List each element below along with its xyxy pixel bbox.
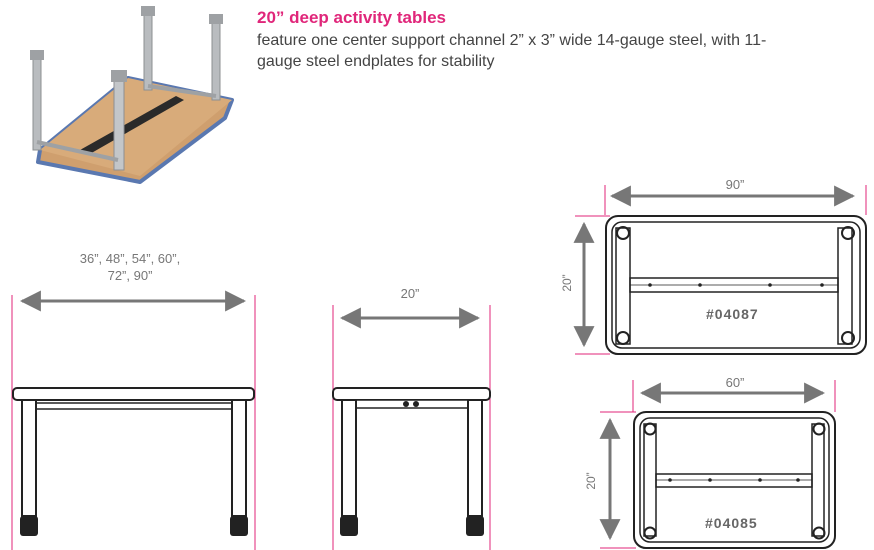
front-view-drawing: [11, 290, 256, 550]
top-small-depth-label: 20”: [584, 472, 598, 490]
section-description: feature one center support channel 2” x …: [257, 32, 767, 70]
front-view-width-label: 36”, 48”, 54”, 60”, 72”, 90”: [40, 250, 220, 284]
front-view-width-line2: 72”, 90”: [107, 268, 153, 283]
top-view-small-drawing: [599, 380, 836, 549]
top-small-model-number: #04085: [705, 515, 758, 531]
side-view-drawing: [332, 305, 491, 550]
top-small-width-label: 60”: [725, 375, 745, 390]
top-large-width-label: 90”: [725, 177, 745, 192]
top-large-depth-label: 20”: [560, 274, 574, 292]
front-view-width-line1: 36”, 48”, 54”, 60”,: [79, 251, 181, 266]
top-large-model-number: #04087: [706, 306, 759, 322]
side-view-depth-label: 20”: [400, 286, 420, 301]
top-view-large-drawing: [573, 185, 867, 355]
table-photo-drawing: [30, 6, 234, 184]
section-heading: 20” deep activity tables: [257, 8, 446, 27]
